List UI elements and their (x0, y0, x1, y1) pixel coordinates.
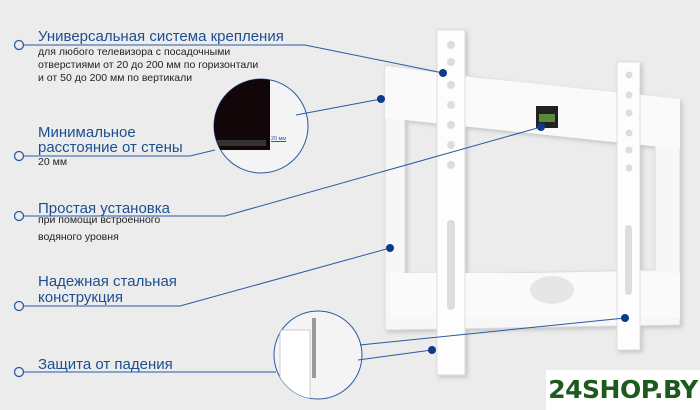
wall-distance-inset (213, 78, 309, 174)
feature-desc-line: и от 50 до 200 мм по вертикали (38, 72, 193, 84)
wall-bracket (384, 29, 681, 376)
feature-desc-line: для любого телевизора с посадочными (38, 46, 231, 58)
feature-desc-line: водяного уровня (38, 231, 119, 243)
feature-title-steel: Надежная стальная (38, 273, 177, 290)
fall-protection-inset (273, 310, 363, 400)
bullet-markers (13, 39, 25, 378)
feature-desc-line: отверстиями от 20 до 200 мм по горизонта… (38, 59, 259, 71)
feature-title-fall-protection: Защита от падения (38, 356, 173, 373)
feature-title-mounting: Универсальная система крепления (38, 28, 284, 45)
feature-desc-line: 20 мм (38, 156, 68, 168)
feature-title-distance: Минимальное (38, 124, 136, 141)
feature-desc-line: при помощи встроенного (38, 214, 161, 226)
inset-dimension-label: 20 мм (271, 136, 287, 142)
shop-logo: 24SHOP.BY (546, 370, 700, 410)
feature-title-distance: расстояние от стены (38, 139, 183, 156)
feature-title-install: Простая установка (38, 200, 171, 217)
feature-title-steel: конструкция (38, 289, 124, 306)
callout-dots (377, 69, 629, 354)
